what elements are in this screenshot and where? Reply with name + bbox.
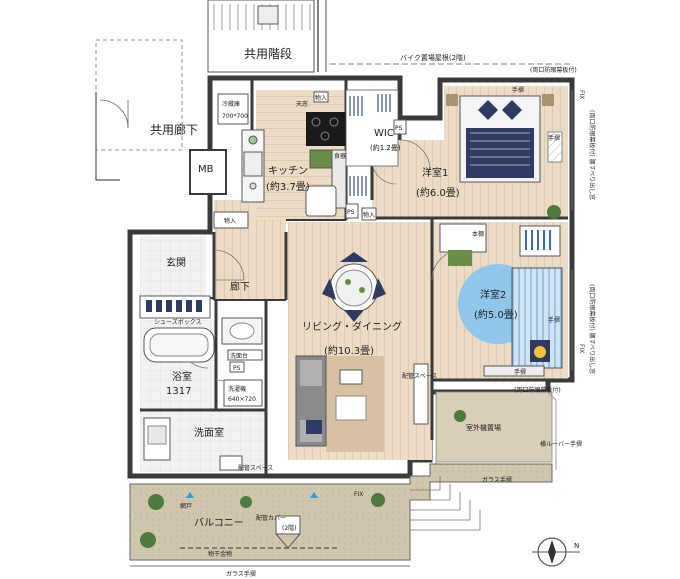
handrail-right2: 手摺: [548, 316, 560, 324]
ps-bath: PS: [233, 365, 241, 372]
balcony: [129, 410, 553, 567]
common-stairs-label: 共用階段: [244, 46, 292, 61]
louver-rail-label: 横ルーバー手摺: [540, 440, 582, 448]
cooktop: [306, 112, 346, 146]
handrail-bottom: 手摺: [514, 368, 526, 376]
pipe-space-living: 配管スペース: [402, 372, 437, 380]
storage-kitchen: 物入: [315, 94, 327, 102]
top-light-label: 天窓: [296, 100, 308, 108]
entrance-label: 玄関: [166, 256, 186, 269]
dining-set: [322, 252, 386, 322]
window-bottom-label: (両口防眼幕板付): [514, 386, 561, 394]
living-size: (約10.3畳): [324, 344, 374, 357]
fridge: [217, 93, 249, 125]
fix-right-bottom: FIX: [578, 344, 585, 353]
annotations: バイク置場屋根(2階) (両口防眼幕板付) 手摺 手摺 手摺 手摺 (両口防眼幕…: [180, 53, 582, 578]
pipe-cover-label: 配管カバー: [256, 514, 286, 522]
western1-label: 洋室1: [422, 166, 448, 179]
pipe-cover-2f: (2階): [282, 524, 297, 532]
ps-wic: PS: [395, 125, 403, 132]
bath-label: 浴室: [172, 370, 192, 383]
balcony-label: バルコニー: [194, 517, 244, 529]
tv-board: [413, 363, 429, 425]
storage-entrance: 物入: [224, 217, 236, 225]
bath-area: 洗面台 PS 洗濯機 640×720: [143, 317, 263, 471]
dishwasher-label: 食器棚: [334, 152, 352, 160]
net-door-label: 網戸: [180, 502, 192, 510]
common-corridor-label: 共用廊下: [150, 122, 198, 137]
glass-rail-right: ガラス手摺: [482, 476, 512, 484]
western2-size: (約5.0畳): [474, 308, 518, 321]
living-set: [295, 355, 384, 452]
fix-right-top: FIX: [578, 90, 585, 99]
wic-area: PS PS 物入: [345, 89, 407, 221]
balcony-plants: [140, 410, 466, 548]
outdoor-unit-label: 室外機置場: [466, 423, 501, 432]
handrail-right1: 手摺: [548, 134, 560, 142]
wic-label: WIC: [374, 128, 394, 139]
right-window-notes: FIX (両口防眼幕板付) 腰すべり出し窓 (両口防眼幕板付) 腰すべり出し窓 …: [571, 90, 596, 374]
bookshelf-label: 本棚: [472, 230, 484, 238]
western1-furniture: [446, 94, 563, 219]
ps-kitchen: PS: [347, 209, 355, 216]
western1-size: (約6.0畳): [416, 186, 460, 199]
washer-label: 洗濯機: [228, 385, 246, 393]
window-top-label: (両口防眼幕板付): [530, 66, 577, 74]
wic-size: (約1.2畳): [370, 143, 401, 152]
western2-label: 洋室2: [480, 288, 506, 301]
glass-rail-bottom: ガラス手摺: [226, 570, 256, 578]
kitchen-area: 冷蔵庫 700*700 食器棚 物入: [217, 91, 352, 217]
handrail-top: 手摺: [512, 86, 524, 94]
entrance-furniture: シューズボックス 物入: [139, 211, 249, 326]
room-labels: 共用階段 共用廊下 MB 玄関 廊下 キッチン (約3.7畳) WIC (約1.…: [150, 46, 518, 529]
washroom-label: 洗面室: [194, 426, 224, 439]
living-label: リビング・ダイニング: [302, 320, 402, 333]
fix-balcony: FIX: [354, 491, 363, 498]
kitchen-label: キッチン: [268, 165, 308, 177]
entrance-tile: [140, 236, 206, 296]
outdoor-unit-area: [435, 391, 557, 475]
kitchen-size: (約3.7畳): [266, 180, 310, 193]
bath-size: 1317: [166, 386, 191, 397]
western2-furniture: 本棚: [439, 223, 563, 377]
pipe-space-wash: 配管スペース: [238, 464, 273, 472]
bike-roof-label: バイク置場屋根(2階): [400, 53, 466, 62]
wash-counter-label: 洗面台: [230, 352, 248, 360]
mb-label: MB: [198, 164, 214, 175]
fridge-label: 冷蔵庫: [222, 100, 240, 108]
storage-wic: 物入: [363, 211, 375, 219]
common-area: [95, 0, 570, 181]
fridge-size: 700*700: [222, 113, 248, 120]
drying-label: 物干金物: [208, 550, 232, 558]
compass-north: N: [574, 542, 579, 550]
hallway-label: 廊下: [230, 280, 250, 293]
shoes-box-label: シューズボックス: [154, 318, 202, 326]
window-right2-label: (両口防眼幕板付) 腰すべり出し窓: [588, 284, 596, 374]
window-right1-label: (両口防眼幕板付) 腰すべり出し窓: [588, 110, 596, 200]
washer-size: 640×720: [228, 396, 256, 403]
compass: N: [532, 537, 580, 567]
